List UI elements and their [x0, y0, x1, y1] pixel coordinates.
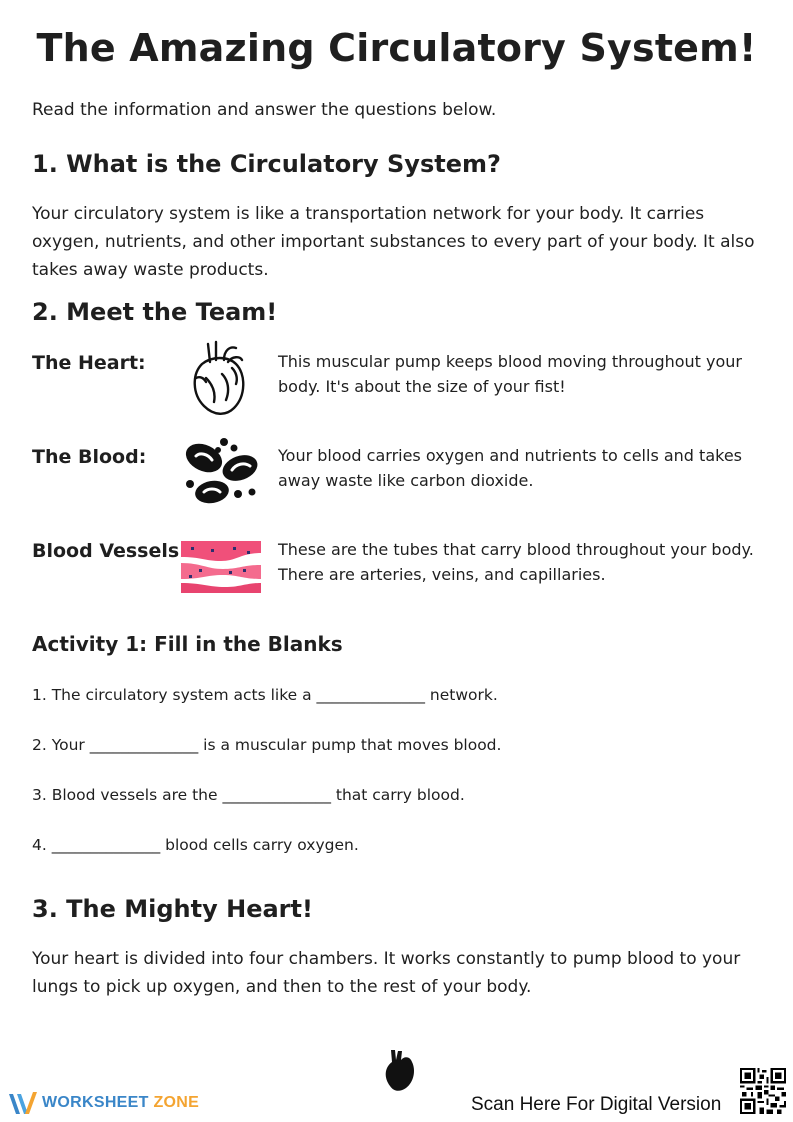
team-label-heart: The Heart: — [32, 352, 146, 374]
team-desc-heart: This muscular pump keeps blood moving th… — [278, 352, 743, 396]
fill-blank-1: 1. The circulatory system acts like a __… — [32, 686, 498, 704]
section1-heading: 1. What is the Circulatory System? — [32, 150, 501, 178]
logo-text: WORKSHEET ZONE — [42, 1094, 200, 1111]
team-label-blood: The Blood: — [32, 446, 147, 468]
fill-blank-4: 4. ______________ blood cells carry oxyg… — [32, 836, 359, 854]
team-label-vessels: Blood Vessels: — [32, 540, 187, 562]
heart-silhouette-icon — [385, 1050, 414, 1091]
fill-blank-3: 3. Blood vessels are the ______________ … — [32, 786, 465, 804]
section3-body: Your heart is divided into four chambers… — [32, 949, 741, 997]
activity1-heading: Activity 1: Fill in the Blanks — [32, 632, 343, 656]
section2-heading: 2. Meet the Team! — [32, 298, 278, 326]
section1-body: Your circulatory system is like a transp… — [32, 204, 755, 280]
qr-code-icon[interactable] — [740, 1068, 786, 1114]
intro-text: Read the information and answer the ques… — [32, 100, 497, 120]
blood-vessels-icon — [181, 541, 261, 593]
page-title: The Amazing Circulatory System! — [36, 26, 757, 70]
team-desc-blood: Your blood carries oxygen and nutrients … — [278, 446, 742, 490]
blood-cells-icon — [185, 438, 258, 504]
section3-heading: 3. The Mighty Heart! — [32, 895, 313, 923]
worksheet-zone-logo[interactable]: WORKSHEET ZONE — [8, 1090, 199, 1116]
logo-w-icon — [9, 1092, 37, 1114]
heart-outline-icon — [193, 340, 245, 415]
scan-digital-version-text: Scan Here For Digital Version — [471, 1094, 722, 1115]
team-desc-vessels: These are the tubes that carry blood thr… — [278, 540, 754, 584]
fill-blank-2: 2. Your ______________ is a muscular pum… — [32, 736, 502, 754]
